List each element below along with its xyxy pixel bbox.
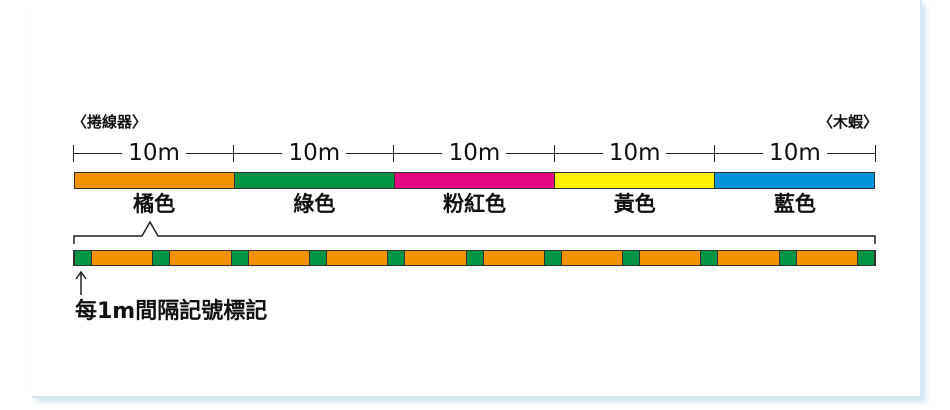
dimension-tick bbox=[233, 145, 235, 162]
segment-length-1: 10m bbox=[73, 140, 235, 166]
color-segment-3 bbox=[395, 173, 555, 188]
meter-marker bbox=[465, 251, 484, 265]
dimension-tick bbox=[73, 145, 74, 162]
color-segment-4 bbox=[555, 173, 715, 188]
segment-length-label: 10m bbox=[282, 140, 347, 166]
segment-length-5: 10m bbox=[713, 140, 876, 166]
dimension-tick bbox=[713, 145, 715, 162]
marker-interval-note: 每1m間隔記號標記 bbox=[75, 299, 268, 324]
diagram-card bbox=[32, 0, 922, 398]
reel-end-label: 〈捲線器〉 bbox=[72, 113, 148, 131]
color-name-label: 黃色 bbox=[613, 192, 656, 216]
meter-marker bbox=[74, 251, 92, 265]
segment-length-label: 10m bbox=[763, 140, 827, 166]
color-name-label: 綠色 bbox=[293, 192, 336, 216]
meter-marker bbox=[622, 251, 641, 265]
color-segment-5 bbox=[715, 173, 874, 188]
dimension-tick bbox=[393, 145, 395, 162]
dimension-tick bbox=[553, 145, 555, 162]
segment-length-row: 10m 10m 10m 10m 10m bbox=[73, 140, 876, 166]
meter-marker bbox=[857, 251, 875, 265]
marker-strip bbox=[73, 250, 876, 266]
segment-length-label: 10m bbox=[602, 140, 667, 166]
segment-length-label: 10m bbox=[442, 140, 507, 166]
meter-marker bbox=[230, 251, 249, 265]
line-color-bar bbox=[74, 172, 875, 189]
meter-marker bbox=[700, 251, 719, 265]
segment-length-2: 10m bbox=[233, 140, 395, 166]
dimension-tick bbox=[874, 145, 876, 162]
meter-marker bbox=[152, 251, 171, 265]
segment-length-3: 10m bbox=[393, 140, 555, 166]
meter-marker bbox=[543, 251, 562, 265]
meter-marker bbox=[778, 251, 797, 265]
color-name-label: 粉紅色 bbox=[443, 192, 506, 216]
color-segment-1 bbox=[75, 173, 235, 188]
color-name-label: 藍色 bbox=[773, 192, 816, 216]
up-arrow-icon bbox=[75, 270, 87, 295]
segment-length-4: 10m bbox=[553, 140, 715, 166]
color-name-label: 橘色 bbox=[133, 192, 176, 216]
meter-marker bbox=[308, 251, 327, 265]
segment-brace bbox=[73, 220, 876, 244]
spool-end-label: 〈木蝦〉 bbox=[817, 113, 878, 131]
meter-marker bbox=[387, 251, 406, 265]
color-segment-2 bbox=[235, 173, 395, 188]
segment-length-label: 10m bbox=[122, 140, 186, 166]
